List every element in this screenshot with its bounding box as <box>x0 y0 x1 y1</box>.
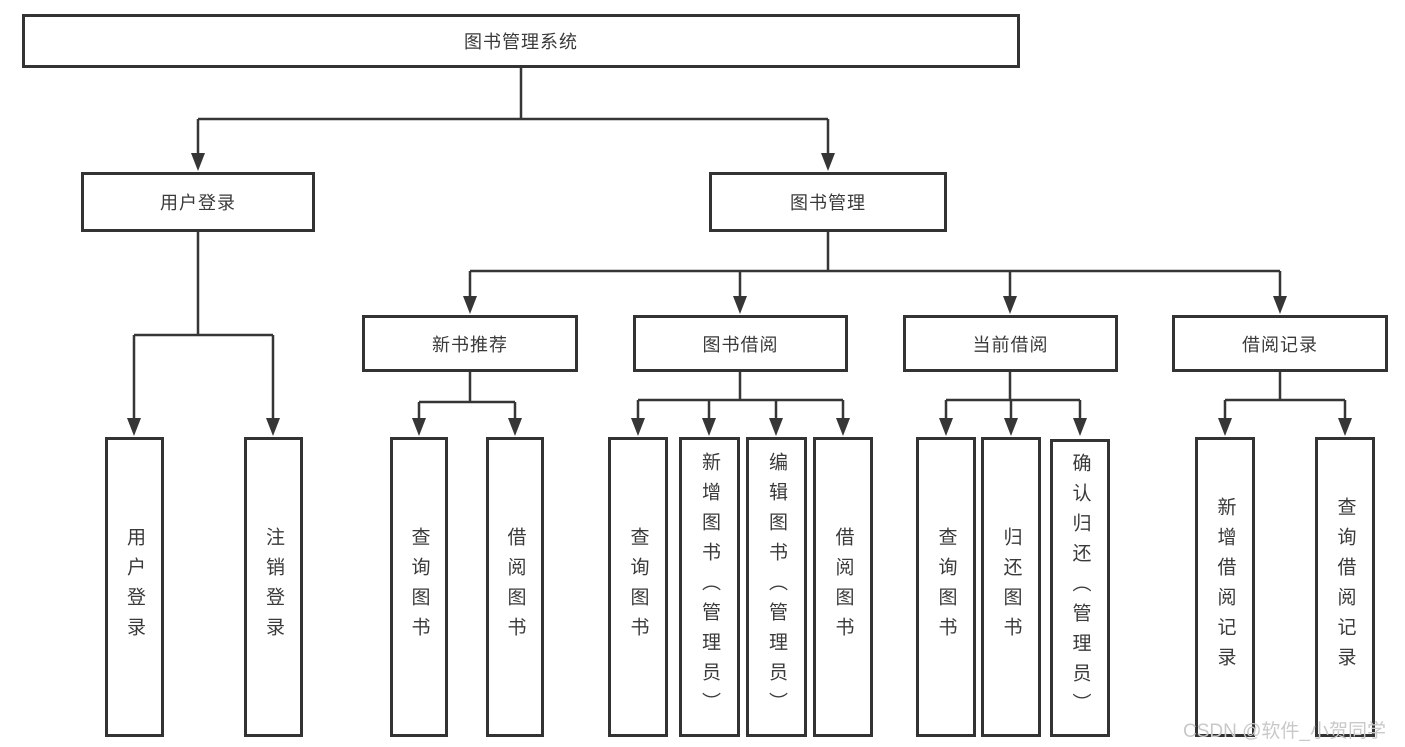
node-new-book-recommend-label: 新书推荐 <box>432 334 508 355</box>
csdn-watermark: CSDN @软件_小贺同学 <box>1183 721 1386 742</box>
leaf-borrow-books-2-label: 借阅图书 <box>832 527 854 647</box>
leaf-borrow-books-1-label: 借阅图书 <box>504 527 526 647</box>
leaf-edit-books-admin: 编辑图书（管理员） <box>746 437 807 737</box>
connector-new-book-children <box>412 372 522 436</box>
node-book-management: 图书管理 <box>709 172 947 232</box>
node-root-label: 图书管理系统 <box>464 32 578 52</box>
leaf-add-books-admin-label: 新增图书（管理员） <box>699 452 720 722</box>
connector-root-to-level2 <box>191 68 835 171</box>
node-user-login-label: 用户登录 <box>160 193 236 213</box>
node-borrow-records-label: 借阅记录 <box>1242 334 1318 355</box>
leaf-add-borrow-record-label: 新增借阅记录 <box>1214 497 1236 677</box>
leaf-query-borrow-record: 查询借阅记录 <box>1315 437 1375 737</box>
leaf-confirm-return-admin-label: 确认归还（管理员） <box>1069 453 1091 723</box>
node-new-book-recommend: 新书推荐 <box>362 315 578 372</box>
leaf-user-login: 用户登录 <box>105 437 164 737</box>
leaf-query-books-2-label: 查询图书 <box>627 527 649 647</box>
leaf-return-books-label: 归还图书 <box>1000 527 1022 647</box>
node-current-borrow-label: 当前借阅 <box>972 334 1049 355</box>
connector-user-login-children <box>127 232 280 436</box>
leaf-query-books-1: 查询图书 <box>390 437 448 737</box>
leaf-query-borrow-record-label: 查询借阅记录 <box>1334 497 1356 677</box>
node-user-login: 用户登录 <box>81 172 315 232</box>
leaf-query-books-3: 查询图书 <box>916 437 976 737</box>
leaf-query-books-1-label: 查询图书 <box>408 527 430 647</box>
node-root: 图书管理系统 <box>22 14 1020 68</box>
node-borrow-records: 借阅记录 <box>1172 315 1388 372</box>
leaf-query-books-3-label: 查询图书 <box>935 527 957 647</box>
leaf-confirm-return-admin: 确认归还（管理员） <box>1050 439 1110 737</box>
connector-book-management-children <box>463 232 1287 314</box>
node-current-borrow: 当前借阅 <box>903 315 1118 372</box>
leaf-add-books-admin: 新增图书（管理员） <box>679 437 740 737</box>
leaf-user-login-label: 用户登录 <box>124 527 145 647</box>
leaf-query-books-2: 查询图书 <box>608 437 668 737</box>
leaf-logout-label: 注销登录 <box>263 527 284 647</box>
node-book-management-label: 图书管理 <box>790 193 866 213</box>
node-book-borrow-label: 图书借阅 <box>702 334 779 355</box>
leaf-logout: 注销登录 <box>244 437 303 737</box>
leaf-borrow-books-1: 借阅图书 <box>486 437 544 737</box>
leaf-borrow-books-2: 借阅图书 <box>813 437 873 737</box>
leaf-add-borrow-record: 新增借阅记录 <box>1195 437 1255 737</box>
connector-book-borrow-children <box>631 372 850 436</box>
leaf-return-books: 归还图书 <box>981 437 1041 737</box>
leaf-edit-books-admin-label: 编辑图书（管理员） <box>766 452 787 722</box>
connector-borrow-records-children <box>1218 372 1352 436</box>
connector-current-borrow-children <box>939 372 1087 436</box>
node-book-borrow: 图书借阅 <box>633 315 848 372</box>
